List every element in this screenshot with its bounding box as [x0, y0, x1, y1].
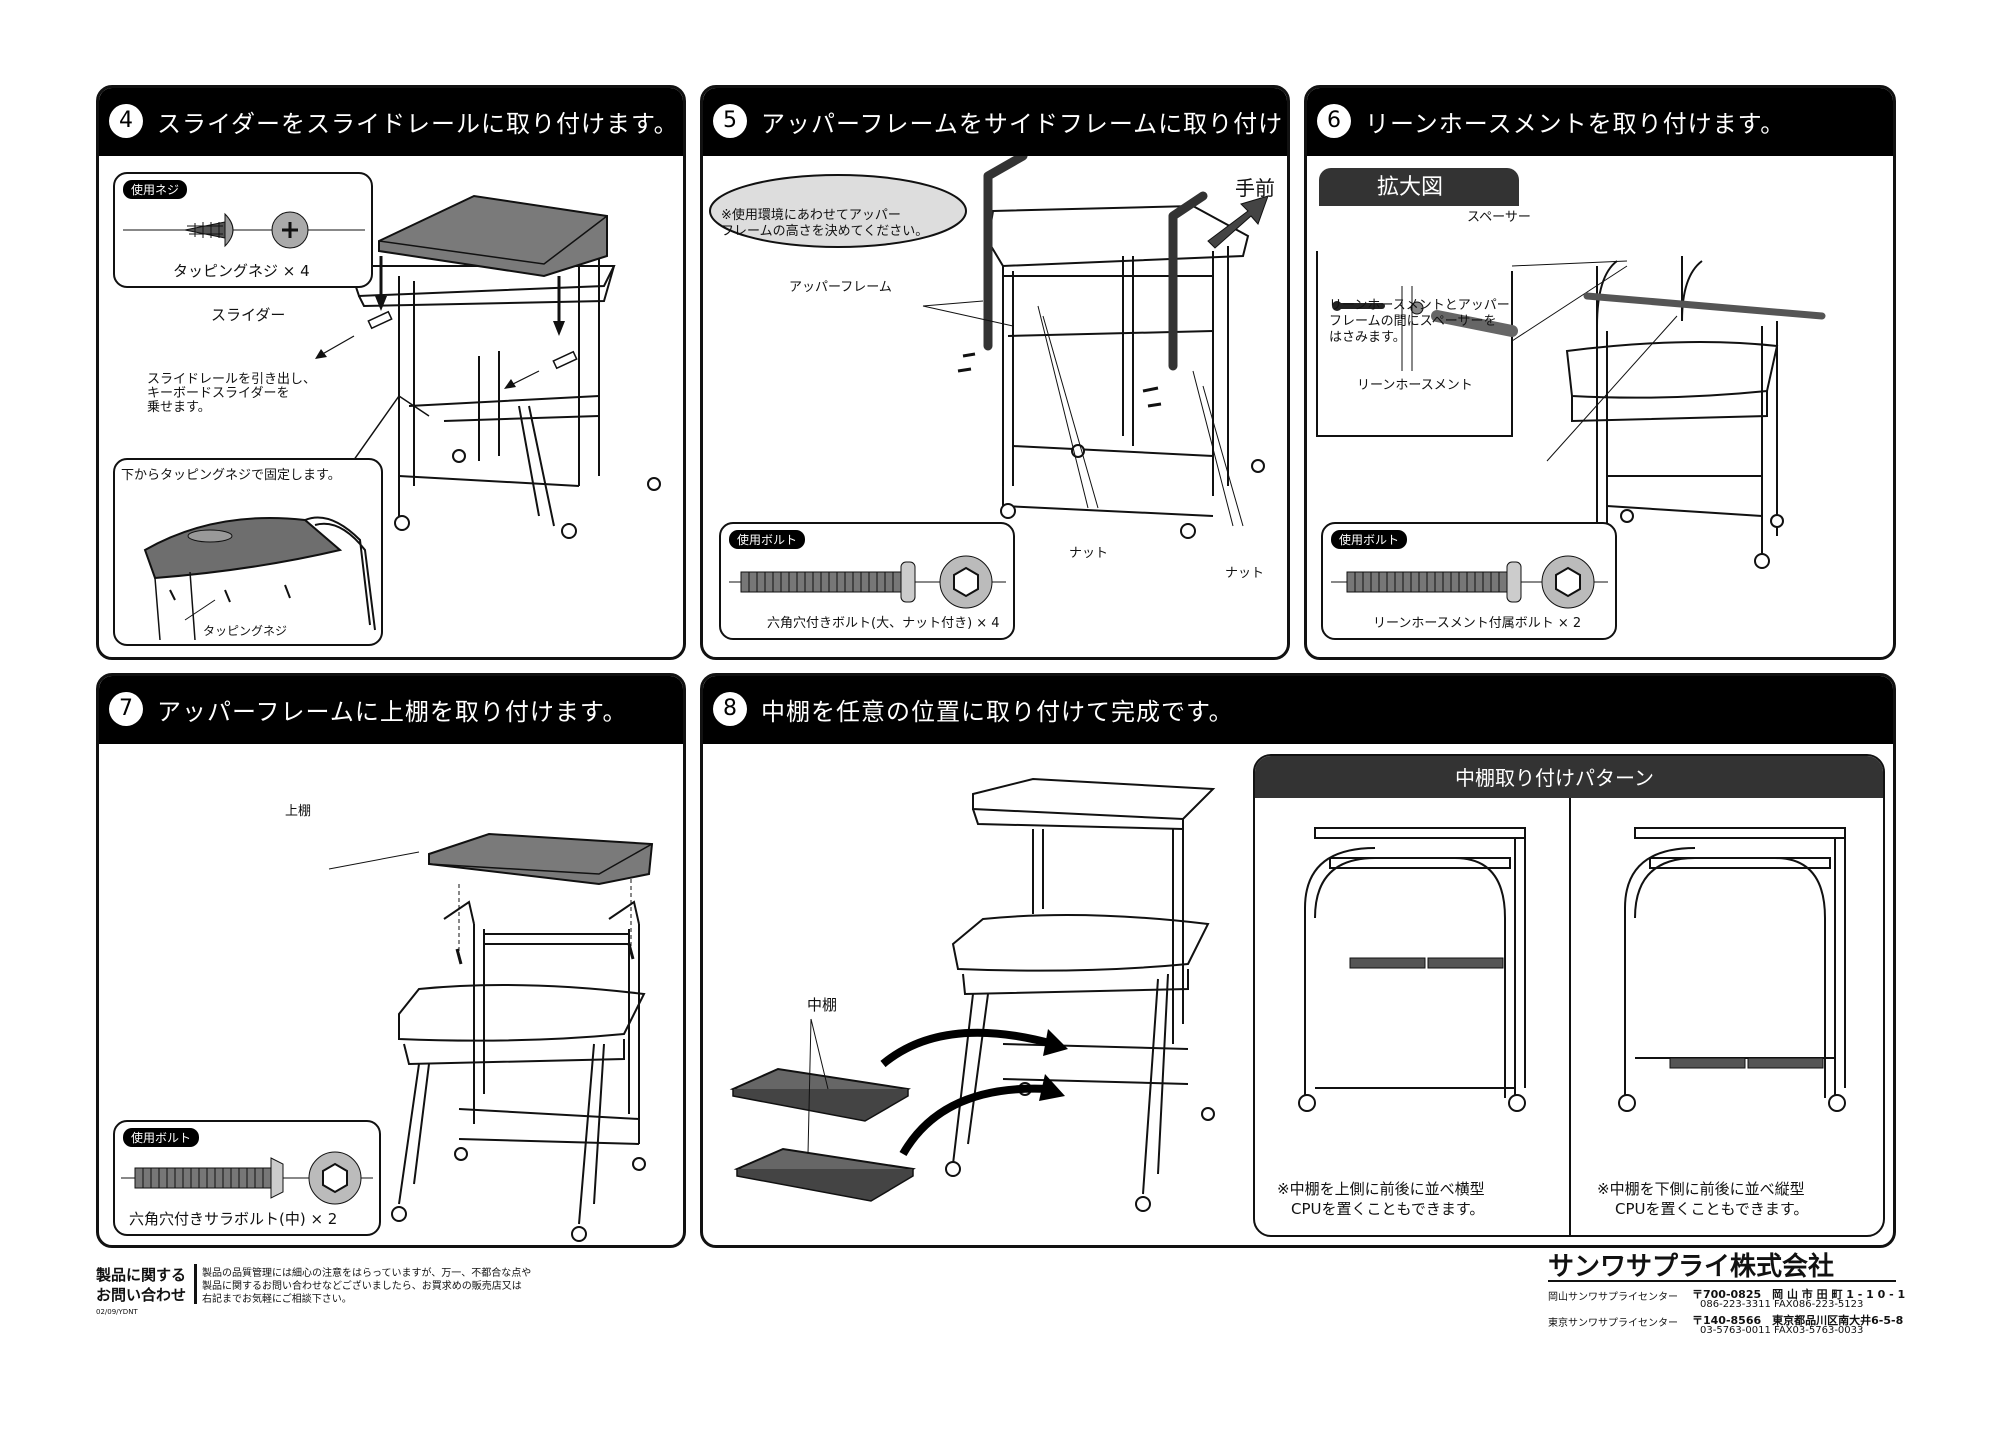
step-6-bolt-caption: リーンホースメント付属ボルト × 2: [1373, 616, 1582, 631]
doc-code: 02/09/YDNT: [96, 1308, 138, 1316]
step-8-pattern-a-note-2: CPUを置くこともできます。: [1291, 1200, 1485, 1218]
step-6-zoom-note-3: はさみます。: [1329, 330, 1406, 345]
step-6-bolt-pill: 使用ボルト: [1331, 530, 1408, 549]
hex-bolt-large-icon: [729, 555, 1006, 609]
step-7-bolt-box: 使用ボルト 六角穴付きサラボルト(中) × 2: [113, 1120, 381, 1236]
step-8-panel: 8 中棚を任意の位置に取り付けて完成です。 中棚 中棚取: [700, 673, 1896, 1248]
step-5-panel: 5 アッパーフレームをサイドフレームに取り付けます。 ※使用環境にあわせてアッパ…: [700, 85, 1290, 660]
step-7-illustration: [328, 832, 654, 1242]
flat-hex-bolt-icon: [121, 1151, 373, 1205]
step-6-panel: 6 リーンホースメントを取り付けます。 拡大図 スペーサー リーンホースメントと…: [1304, 85, 1896, 660]
tapping-screw-icon: [123, 211, 365, 249]
step-5-front-label: 手前: [1235, 176, 1275, 200]
step-8-title: 中棚を任意の位置に取り付けて完成です。: [761, 698, 1234, 726]
step-7-top-shelf-label: 上棚: [285, 804, 312, 819]
step-6-zoom-label: 拡大図: [1377, 175, 1444, 200]
step-5-title: アッパーフレームをサイドフレームに取り付けます。: [761, 110, 1287, 138]
step-6-spacer-label: スペーサー: [1467, 210, 1531, 225]
step-5-cloud-note-1: ※使用環境にあわせてアッパー: [721, 208, 901, 223]
step-8-pattern-box: 中棚取り付けパターン: [1253, 754, 1885, 1237]
inquiry-text-2: 製品に関するお問い合わせなどございましたら、お買求めの販売店又は: [202, 1281, 522, 1292]
step-5-bolt-caption: 六角穴付きボルト(大、ナット付き) × 4: [767, 616, 1000, 631]
step-8-mid-shelf-label: 中棚: [807, 996, 838, 1014]
step-8-number: 8: [713, 692, 747, 726]
tokyo-phone: 03-5763-0011 FAX03-5763-0033: [1700, 1325, 1864, 1336]
step-4-rail-note-2: キーボードスライダーを: [147, 386, 290, 401]
step-5-upper-frame-label: アッパーフレーム: [789, 280, 892, 295]
step-5-nut-label-1: ナット: [1069, 546, 1109, 561]
step-8-pattern-divider: [1569, 798, 1571, 1235]
step-6-bolt-box: 使用ボルト リーンホースメント付属ボルト × 2: [1321, 522, 1617, 640]
step-7-panel: 7 アッパーフレームに上棚を取り付けます。 上棚 使用ボルト: [96, 673, 686, 1248]
step-6-reinforcement-label: リーンホースメント: [1357, 378, 1473, 393]
step-8-header: 8 中棚を任意の位置に取り付けて完成です。: [703, 676, 1893, 744]
step-5-bolt-box: 使用ボルト 六角穴付きボルト(大、ナット付き) × 4: [719, 522, 1015, 640]
step-4-slider-label: スライダー: [211, 306, 286, 324]
step-8-pattern-b-note-1: ※中棚を下側に前後に並べ縦型: [1597, 1180, 1805, 1198]
inquiry-divider: [194, 1264, 197, 1304]
step-8-pattern-header: 中棚取り付けパターン: [1255, 756, 1883, 798]
step-7-title: アッパーフレームに上棚を取り付けます。: [157, 698, 628, 726]
step-4-screw-box: 使用ネジ タッピングネジ × 4: [113, 172, 373, 288]
step-4-rail-note-1: スライドレールを引き出し、: [147, 372, 317, 387]
step-5-header: 5 アッパーフレームをサイドフレームに取り付けます。: [703, 88, 1287, 156]
step-8-pattern-title: 中棚取り付けパターン: [1455, 766, 1654, 790]
step-4-screw-caption: タッピングネジ × 4: [173, 262, 310, 280]
step-6-zoom-note-1: リーンホースメントとアッパー: [1329, 298, 1510, 313]
step-4-screw-pill: 使用ネジ: [123, 180, 188, 199]
step-4-tapping-label: タッピングネジ: [203, 624, 288, 638]
step-8-pattern-a-note-1: ※中棚を上側に前後に並べ横型: [1277, 1180, 1485, 1198]
step-7-bolt-pill: 使用ボルト: [123, 1128, 200, 1147]
company-underline: [1548, 1280, 1896, 1282]
step-7-number: 7: [109, 692, 143, 726]
step-4-number: 4: [109, 104, 143, 138]
tokyo-center: 東京サンワサプライセンター: [1548, 1318, 1678, 1329]
step-7-bolt-caption: 六角穴付きサラボルト(中) × 2: [129, 1210, 338, 1228]
step-4-title: スライダーをスライドレールに取り付けます。: [157, 110, 679, 138]
step-4-header: 4 スライダーをスライドレールに取り付けます。: [99, 88, 683, 156]
step-8-illustration: [729, 777, 1216, 1212]
step-6-illustration: [1316, 251, 1826, 569]
step-5-nut-label-2: ナット: [1225, 566, 1265, 581]
inquiry-text-3: 右記までお気軽にご相談下さい。: [202, 1294, 352, 1305]
okayama-address: 〒700-0825 岡 山 市 田 町 1 - 1 0 - 1: [1692, 1288, 1906, 1301]
step-4-rail-note-3: 乗せます。: [147, 400, 211, 415]
company-name: サンワサプライ株式会社: [1548, 1252, 1835, 1282]
step-4-panel: 4 スライダーをスライドレールに取り付けます。: [96, 85, 686, 660]
step-8-pattern-b-note-2: CPUを置くこともできます。: [1615, 1200, 1809, 1218]
step-4-bottom-note: 下からタッピングネジで固定します。: [121, 468, 341, 483]
step-6-number: 6: [1317, 104, 1351, 138]
inquiry-text-1: 製品の品質管理には細心の注意をはらっていますが、万一、不都合な点や: [202, 1268, 532, 1279]
tokyo-address: 〒140-8566 東京都品川区南大井6-5-8: [1692, 1314, 1904, 1327]
okayama-center: 岡山サンワサプライセンター: [1548, 1292, 1678, 1303]
inquiry-heading-1: 製品に関する: [96, 1266, 187, 1284]
step-6-zoom-note-2: フレームの間にスペーサーを: [1329, 314, 1497, 329]
step-6-title: リーンホースメントを取り付けます。: [1365, 110, 1786, 138]
step-8-pattern-illustrations: [1298, 827, 1846, 1112]
step-5-bolt-pill: 使用ボルト: [729, 530, 806, 549]
reinforcement-bolt-icon: [1331, 555, 1608, 609]
step-4-detail-illustration: [143, 516, 376, 640]
step-5-cloud-note-2: フレームの高さを決めてください。: [721, 224, 929, 239]
step-6-header: 6 リーンホースメントを取り付けます。: [1307, 88, 1893, 156]
inquiry-heading-2: お問い合わせ: [96, 1286, 187, 1304]
okayama-phone: 086-223-3311 FAX086-223-5123: [1700, 1299, 1864, 1310]
step-7-header: 7 アッパーフレームに上棚を取り付けます。: [99, 676, 683, 744]
step-4-detail-box: 下からタッピングネジで固定します。 タッピングネジ: [113, 458, 383, 646]
step-5-number: 5: [713, 104, 747, 138]
step-5-illustration: [709, 156, 1269, 539]
step-4-illustration: [298, 194, 661, 539]
step-6-zoom-header: 拡大図: [1319, 168, 1519, 206]
